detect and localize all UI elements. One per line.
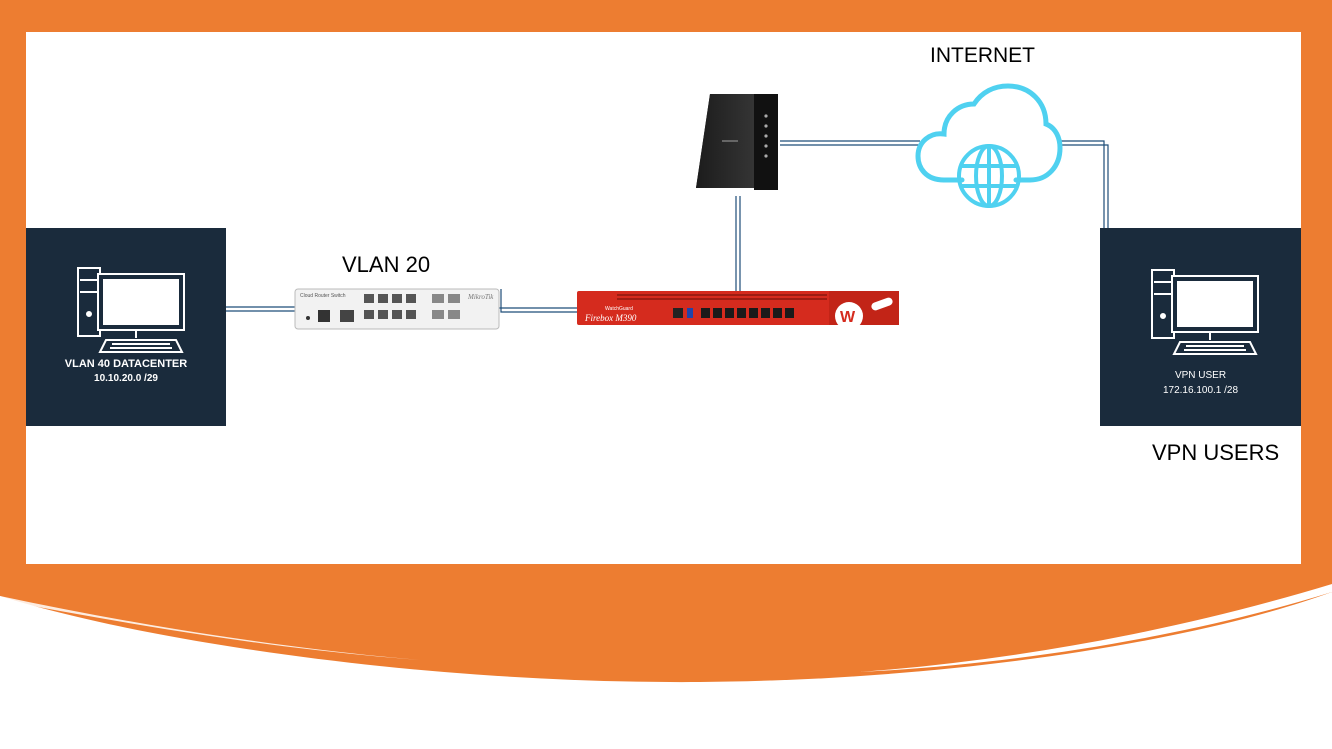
desktop-computer-icon (1151, 269, 1259, 355)
switch-model-text: Cloud Router Switch (300, 293, 346, 299)
cloud-globe-icon (915, 83, 1063, 208)
desktop-computer-icon (77, 267, 185, 353)
vlan20-label: VLAN 20 (342, 252, 431, 277)
datacenter-panel: VLAN 40 DATACENTER 10.10.20.0 /29 (26, 228, 226, 426)
link-switch-firewall (496, 289, 578, 313)
vpn-user-panel: VPN USER 172.16.100.1 /28 (1100, 228, 1301, 426)
mikrotik-switch-icon: Cloud Router Switch MikroTik (294, 288, 500, 330)
modem-router-icon (696, 94, 778, 190)
vpn-user-title: VPN USER (1174, 370, 1227, 381)
datacenter-subnet: 10.10.20.0 /29 (94, 373, 158, 384)
firebox-model: Firebox M390 (584, 313, 637, 323)
internet-label: INTERNET (930, 44, 1035, 67)
datacenter-title: VLAN 40 DATACENTER (64, 358, 188, 370)
vpn-user-subnet: 172.16.100.1 /28 (1162, 385, 1239, 396)
switch-brand: MikroTik (467, 293, 494, 301)
link-datacenter-switch (226, 306, 296, 312)
link-firewall-modem (735, 196, 741, 292)
link-modem-cloud (780, 140, 920, 146)
vpn-users-label: VPN USERS (1152, 440, 1280, 465)
firebox-brand: WatchGuard (605, 306, 633, 312)
svg-text:W: W (840, 309, 856, 326)
watchguard-firebox-icon: Firebox M390 WatchGuard W (577, 291, 899, 326)
